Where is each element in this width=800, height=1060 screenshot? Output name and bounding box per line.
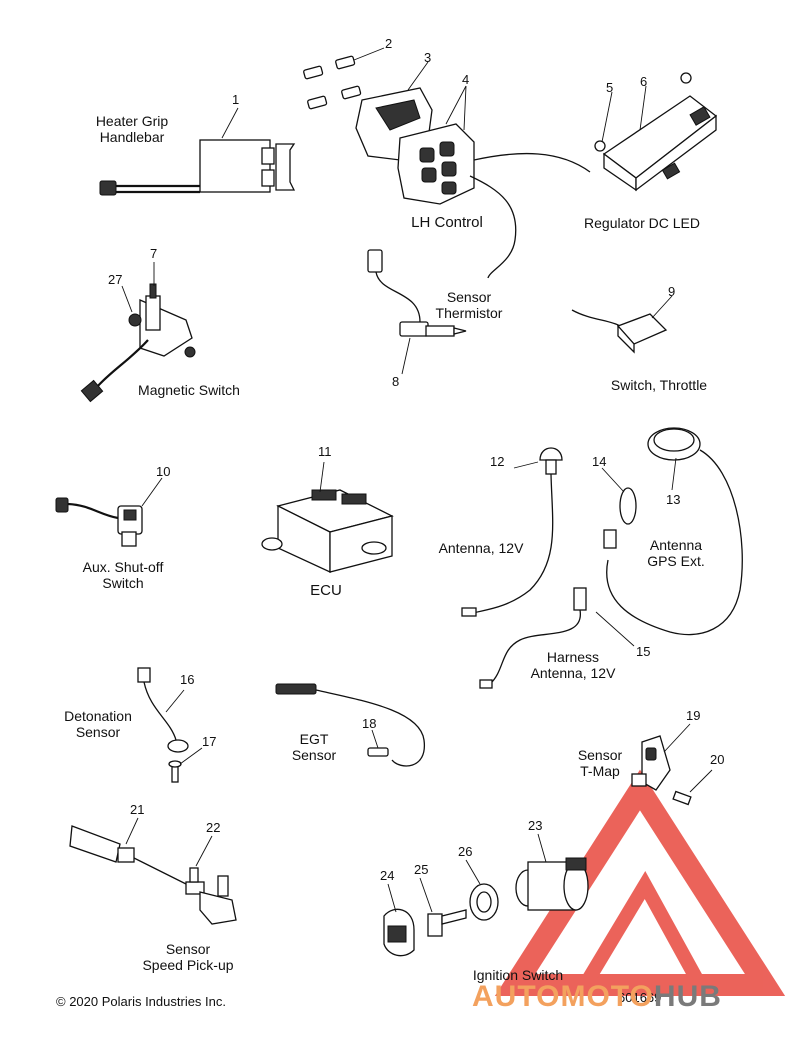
callout-20: 20 <box>710 752 724 767</box>
label-detonation-sensor: Detonation Sensor <box>64 708 132 740</box>
callout-12: 12 <box>490 454 504 469</box>
label-aux-shutoff: Aux. Shut-off Switch <box>82 559 164 591</box>
callout-27: 27 <box>108 272 122 287</box>
callout-19: 19 <box>686 708 700 723</box>
callout-13: 13 <box>666 492 680 507</box>
part-heater-grip <box>99 107 296 196</box>
callout-7: 7 <box>150 246 157 261</box>
part-magnetic-switch <box>80 262 196 403</box>
callout-14: 14 <box>592 454 606 469</box>
diagram-id: 601669 <box>618 990 662 1005</box>
callout-18: 18 <box>362 716 376 731</box>
callout-24: 24 <box>380 868 394 883</box>
label-switch-throttle: Switch, Throttle <box>610 377 708 393</box>
callout-25: 25 <box>414 862 428 877</box>
label-heater-grip: Heater Grip Handlebar <box>95 113 169 145</box>
callout-10: 10 <box>156 464 170 479</box>
label-sensor-thermistor: Sensor Thermistor <box>435 289 503 321</box>
part-ecu <box>261 461 394 574</box>
callout-9: 9 <box>668 284 675 299</box>
label-antenna-12v: Antenna, 12V <box>438 540 524 556</box>
label-speed-pickup: Sensor Speed Pick-up <box>142 941 234 973</box>
label-harness-antenna: Harness Antenna, 12V <box>530 649 616 681</box>
part-harness-antenna <box>479 587 635 689</box>
callout-11: 11 <box>318 444 332 459</box>
callout-26: 26 <box>458 844 472 859</box>
part-ignition-switch <box>383 833 589 957</box>
label-ecu: ECU <box>310 582 342 599</box>
part-detonation-sensor <box>137 667 203 783</box>
callout-4: 4 <box>462 72 469 87</box>
label-tmap-sensor: Sensor T-Map <box>577 747 623 779</box>
callout-numbers: 1 2 3 4 5 6 7 8 9 10 11 12 13 14 15 16 1… <box>108 36 724 883</box>
watermark-text-b: HUB <box>653 980 722 1013</box>
callout-23: 23 <box>528 818 542 833</box>
part-tmap-sensor <box>631 723 713 806</box>
callout-3: 3 <box>424 50 431 65</box>
callout-22: 22 <box>206 820 220 835</box>
part-egt-sensor <box>275 683 425 767</box>
part-screws <box>303 47 385 110</box>
callout-21: 21 <box>130 802 144 817</box>
part-lh-control <box>355 61 591 279</box>
callout-5: 5 <box>606 80 613 95</box>
callout-6: 6 <box>640 74 647 89</box>
callout-2: 2 <box>385 36 392 51</box>
label-ignition-switch: Ignition Switch <box>472 967 564 983</box>
callout-16: 16 <box>180 672 194 687</box>
label-antenna-gps: Antenna GPS Ext. <box>647 537 705 569</box>
part-switch-throttle <box>571 295 673 354</box>
callout-1: 1 <box>232 92 239 107</box>
part-speed-pickup <box>69 817 237 925</box>
watermark-text-a: AUTOMOTO <box>472 980 654 1013</box>
copyright-text: © 2020 Polaris Industries Inc. <box>56 994 226 1009</box>
watermark-text: AUTOMOTOHUB <box>472 980 722 1014</box>
part-regulator <box>594 72 718 192</box>
part-antenna-gps <box>601 427 743 636</box>
callout-15: 15 <box>636 644 650 659</box>
part-aux-shutoff <box>55 477 163 547</box>
label-egt-sensor: EGT Sensor <box>291 731 337 763</box>
label-lh-control: LH Control <box>411 214 483 231</box>
label-regulator: Regulator DC LED <box>584 215 700 231</box>
part-antenna-12v <box>461 447 563 617</box>
part-sensor-thermistor <box>367 249 467 375</box>
callout-8: 8 <box>392 374 399 389</box>
label-magnetic-switch: Magnetic Switch <box>138 382 240 398</box>
callout-17: 17 <box>202 734 216 749</box>
